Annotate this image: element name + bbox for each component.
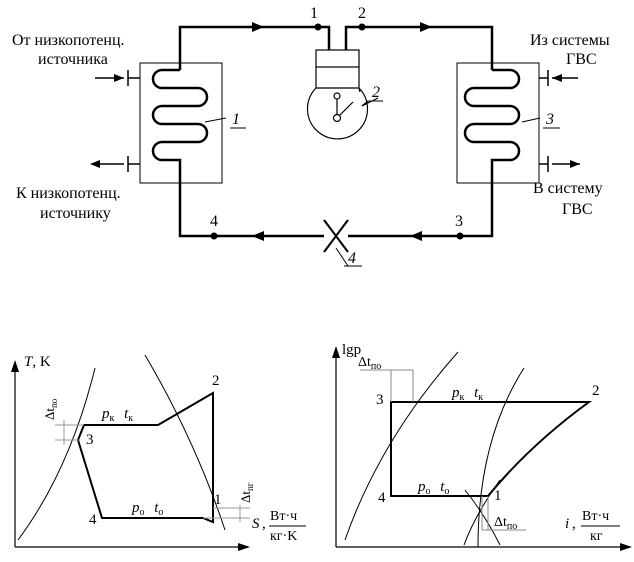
left-outflow [90, 156, 140, 172]
lgp-axis-x-comma: , [572, 516, 576, 532]
label-from-dhw-1: Из системы [530, 32, 610, 49]
ts-axis-x-symbol: S [252, 516, 260, 532]
right-outflow [539, 156, 580, 172]
ts-axis-x-unit-den: кг·K [270, 529, 297, 544]
pipe-valve-to-evaporator [178, 176, 324, 238]
lgp-point-label-4: 4 [378, 490, 386, 506]
evaporator-coil [151, 68, 209, 176]
ts-saturation-vapor-line [144, 354, 226, 531]
label-from-low-source-1: От низкопотенц. [12, 32, 125, 49]
lgp-point-label-3: 3 [376, 392, 384, 408]
lgp-saturation-liquid-line [344, 351, 459, 541]
lgp-axis-x-unit-den: кг [590, 529, 603, 544]
lgp-cycle [390, 401, 593, 497]
circuit-point-1 [314, 23, 322, 31]
ts-saturation-liquid-line [17, 367, 96, 541]
lgp-axis-y-label: lgp [342, 342, 361, 358]
compressor-number: 2 [372, 84, 380, 101]
lgp-isotherm-2 [464, 489, 501, 546]
lgp-dt-top-label: Δtпо [358, 355, 381, 372]
condenser-coil [463, 68, 521, 176]
ts-diagram [11, 354, 250, 551]
compressor [306, 49, 369, 140]
lgp-po-label: pо tо [417, 479, 449, 498]
lgp-point-label-1: 1 [494, 488, 502, 504]
flow-arrow-bottom-right [410, 231, 422, 241]
pipe-compressor-to-condenser [344, 25, 494, 70]
ts-labels: T, K S , Вт·ч кг·K 2 3 4 1 pк tк pо tо Δ… [24, 354, 306, 544]
pipe-evaporator-to-compressor [178, 25, 331, 70]
lgp-diagram [332, 346, 632, 551]
evaporator-number: 1 [232, 111, 240, 128]
heat-pump-circuit [90, 22, 580, 267]
circuit-point-label-3: 3 [455, 213, 463, 230]
circuit-point-2 [358, 23, 366, 31]
circuit-point-label-1: 1 [310, 5, 318, 22]
ts-axis-y-label: T, K [24, 354, 51, 370]
ts-point-label-3: 3 [86, 432, 94, 448]
label-from-low-source-2: источника [38, 51, 108, 68]
evaporator-box [139, 62, 223, 184]
ts-axis-x-comma: , [262, 516, 266, 532]
valve-number: 4 [348, 250, 356, 267]
label-to-low-source-2: источнику [40, 205, 111, 222]
condenser-number: 3 [545, 111, 554, 128]
ts-cycle [76, 391, 214, 524]
lgp-dt-bottom-label: Δtпо [494, 515, 517, 532]
lgp-point-label-2: 2 [592, 383, 600, 399]
lgp-labels: lgp i , Вт·ч кг 3 2 4 1 pк tк pо tо Δtпо… [342, 342, 620, 544]
flow-arrow-top-left [252, 22, 264, 32]
circuit-labels: 1 2 3 4 1 2 3 4 От низкопотенц. источник… [12, 5, 610, 267]
circuit-point-label-4: 4 [210, 213, 218, 230]
ts-point-label-4: 4 [89, 512, 97, 528]
label-to-dhw-1: В систему [533, 180, 603, 197]
pipe-condenser-to-valve [348, 176, 494, 238]
label-to-low-source-1: К низкопотенц. [16, 185, 121, 202]
label-from-dhw-2: ГВС [566, 51, 597, 68]
flow-arrow-bottom-left [252, 231, 264, 241]
right-inflow [539, 70, 578, 86]
label-to-dhw-2: ГВС [562, 201, 593, 218]
lgp-axis-x-symbol: i [565, 516, 569, 532]
circuit-point-label-2: 2 [358, 5, 366, 22]
lgp-axis-x-unit-num: Вт·ч [582, 509, 609, 524]
ts-pk-label: pк tк [101, 406, 133, 425]
lgp-saturation-vapor-line [477, 367, 525, 548]
ts-point-label-2: 2 [212, 373, 220, 389]
circuit-point-4 [210, 232, 218, 240]
ts-axis-x-unit-num: Вт·ч [270, 509, 297, 524]
ts-dt-po-label: Δtпо [42, 398, 59, 420]
throttle-valve [323, 219, 362, 267]
lgp-pk-label: pк tк [451, 385, 483, 404]
flow-arrow-top-right [420, 22, 432, 32]
ts-point-label-1: 1 [214, 492, 222, 508]
condenser-box [456, 62, 540, 184]
ts-po-label: pо tо [131, 500, 163, 519]
left-inflow [95, 70, 140, 86]
circuit-point-3 [456, 232, 464, 240]
ts-dt-pg-label: Δtпг [238, 482, 255, 503]
